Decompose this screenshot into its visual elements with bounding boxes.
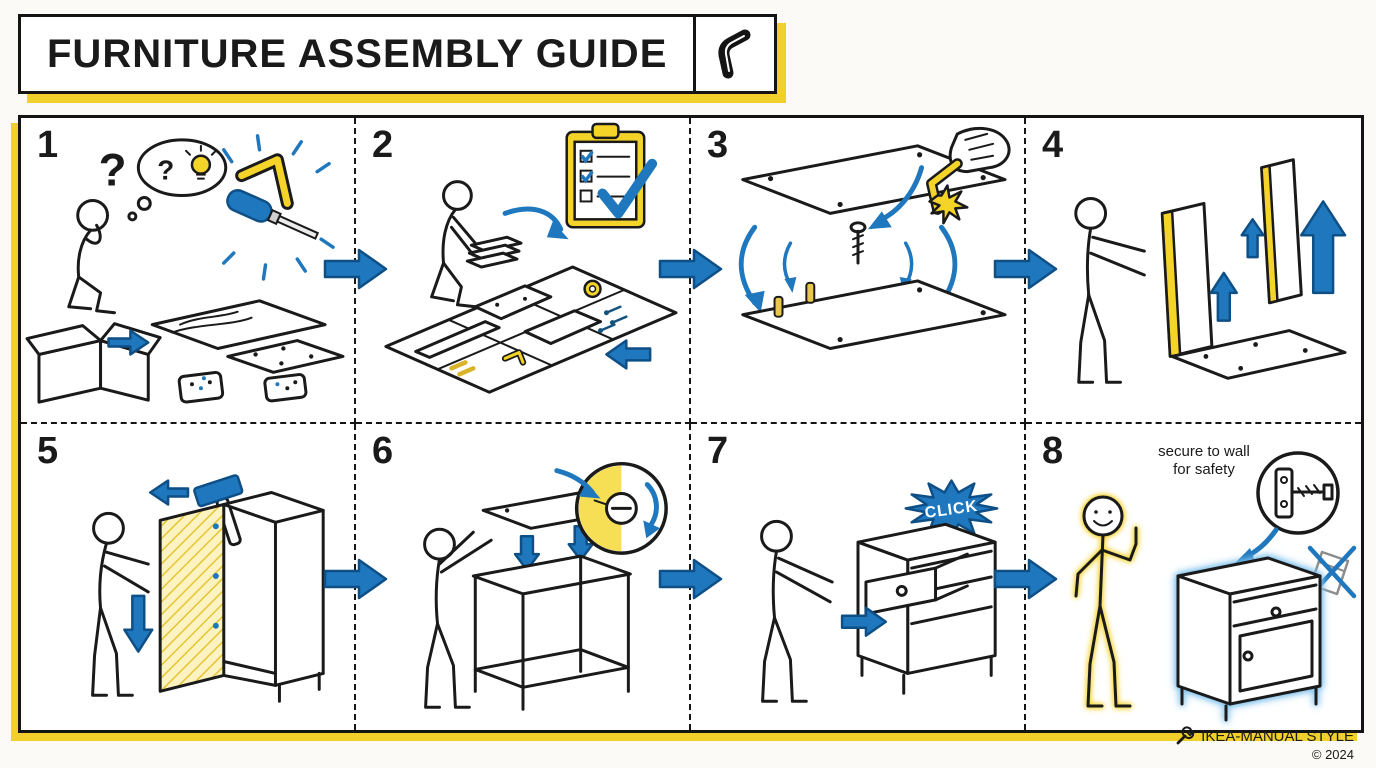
arrow-icon — [107, 329, 150, 356]
allen-key-icon — [235, 153, 294, 210]
left-arrow-icon — [148, 479, 190, 506]
steps-grid: 1 ? ? — [21, 118, 1361, 730]
flow-arrow-icon — [658, 248, 723, 290]
step-number: 5 — [37, 430, 59, 472]
cabinet-frame — [471, 554, 632, 711]
step-number: 6 — [372, 430, 394, 472]
step-4-illustration — [1074, 158, 1347, 384]
dowel-icon — [773, 295, 784, 318]
screw-icon — [849, 221, 867, 265]
layout-mat — [384, 265, 678, 394]
flow-arrow-icon — [993, 248, 1058, 290]
step-cell-2: 2 — [356, 118, 691, 424]
header-logo-box — [696, 14, 778, 94]
up-arrow-icon — [1209, 271, 1238, 322]
person-figure — [430, 180, 477, 309]
step-cell-6: 6 — [356, 424, 691, 730]
cabinet — [1176, 556, 1322, 722]
step-cell-3: 3 — [691, 118, 1026, 424]
curved-arrow — [554, 468, 601, 499]
step-5-illustration — [91, 474, 325, 703]
person-figure — [1074, 495, 1138, 708]
allen-key-small-icon — [501, 349, 527, 366]
step-1-illustration: ? ? — [25, 134, 345, 404]
screws — [599, 305, 628, 332]
wall-anchor-detail-icon — [1256, 451, 1340, 535]
drawer — [864, 552, 969, 616]
down-arrow-icon — [123, 594, 154, 653]
person-figure — [1074, 196, 1146, 384]
wall-note-line1: secure to wall — [1158, 443, 1250, 460]
step-number: 3 — [707, 124, 729, 166]
step-cell-8: 8 secure to wall for safety — [1026, 424, 1361, 730]
person-figure — [67, 198, 116, 315]
person-figure — [91, 511, 150, 697]
curved-arrow — [867, 165, 925, 230]
cam-lock-detail-icon — [574, 461, 668, 555]
checklist-icon — [565, 122, 658, 229]
arrow-icon — [840, 606, 888, 637]
cabinet-frame — [222, 491, 325, 703]
flow-arrow-icon — [658, 558, 723, 600]
step-7-illustration: CLICK — [760, 479, 999, 703]
up-arrow-icon — [1240, 218, 1265, 259]
step-number: 7 — [707, 430, 729, 472]
step-number: 1 — [37, 124, 59, 166]
lightbulb-icon — [185, 144, 217, 180]
step-number: 4 — [1042, 124, 1064, 166]
step-cell-4: 4 — [1026, 118, 1361, 424]
parts-panels — [150, 299, 345, 374]
question-mark: ? — [99, 145, 127, 196]
step-cell-5: 5 — [21, 424, 356, 730]
step-number: 2 — [372, 124, 394, 166]
steps-panel: 1 ? ? — [18, 115, 1364, 733]
dowel-icon — [805, 281, 816, 304]
step-3-illustration — [738, 126, 1011, 350]
back-panel — [158, 502, 226, 693]
person-figure — [760, 519, 834, 703]
person-figure — [423, 527, 493, 709]
big-up-arrow-icon — [1300, 200, 1347, 295]
page-title: FURNITURE ASSEMBLY GUIDE — [18, 14, 697, 94]
side-panel-held — [1160, 201, 1214, 358]
screwdriver-icon — [226, 188, 320, 240]
step-cell-7: 7 CLICK — [691, 424, 1026, 730]
thought-bubble-icon: ? — [127, 138, 228, 222]
wall-note-line2: for safety — [1173, 461, 1235, 478]
flow-arrow-icon — [323, 248, 388, 290]
step-6-illustration — [423, 461, 668, 711]
header: FURNITURE ASSEMBLY GUIDE — [18, 14, 778, 94]
arrow-icon — [605, 339, 652, 370]
bubble-question-mark: ? — [157, 155, 174, 186]
top-board — [741, 144, 1007, 215]
flow-arrow-icon — [323, 558, 388, 600]
sparkle-rays — [222, 134, 335, 281]
footer: IKEA-MANUAL STYLE © 2024 — [1175, 726, 1354, 762]
brand-text: IKEA-MANUAL STYLE — [1201, 727, 1354, 745]
big-check-icon — [597, 158, 658, 219]
step-2-illustration — [384, 122, 678, 394]
dowels — [449, 360, 476, 377]
bottom-board — [741, 279, 1007, 350]
board-stack — [465, 235, 523, 269]
spark-burst-icon — [928, 184, 969, 225]
tool-icon — [1176, 726, 1195, 745]
flow-arrow-icon — [993, 558, 1058, 600]
copyright-text: © 2024 — [1311, 747, 1354, 762]
step-number: 8 — [1042, 430, 1064, 472]
base-board — [1170, 329, 1347, 380]
box-icon — [25, 322, 162, 404]
hardware-bags — [177, 370, 308, 404]
allen-key-icon — [718, 29, 751, 79]
brand-line: IKEA-MANUAL STYLE — [1175, 726, 1354, 746]
step-8-illustration: secure to wall for safety — [1074, 443, 1357, 722]
side-panel-standing — [1260, 158, 1303, 305]
down-arrow-icon — [513, 535, 541, 572]
step-cell-1: 1 ? ? — [21, 118, 356, 424]
curved-arrow — [502, 206, 569, 240]
